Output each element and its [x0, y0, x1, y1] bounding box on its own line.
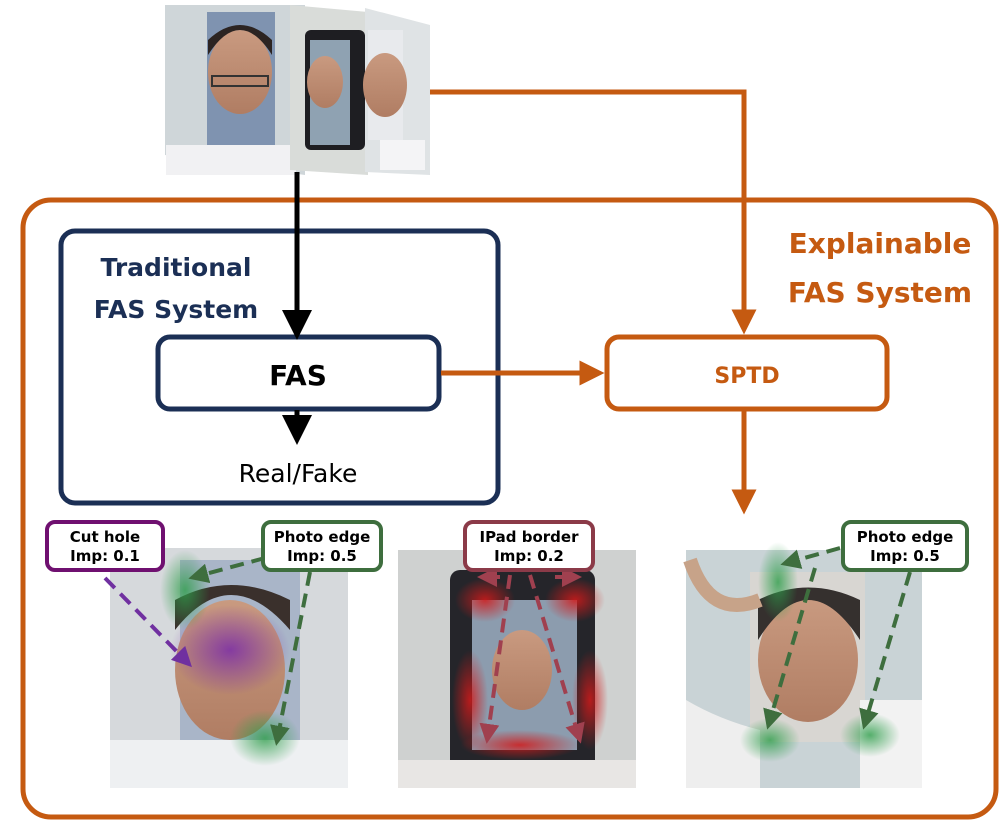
- callout-photo-edge-1: Photo edge Imp: 0.5: [261, 520, 383, 572]
- callout-text-line2: Imp: 0.1: [70, 547, 140, 565]
- callout-text-line1: Cut hole: [70, 528, 140, 546]
- input-image-cut: [363, 8, 430, 175]
- callout-text-line2: Imp: 0.5: [287, 547, 357, 565]
- input-image-ipad: [290, 5, 368, 175]
- traditional-fas-system-frame: [58, 228, 501, 506]
- sptd-box: [604, 334, 890, 412]
- callout-text-line1: Photo edge: [274, 528, 371, 546]
- input-to-sptd-arrow: [430, 89, 757, 335]
- real-fake-output: Real/Fake: [239, 459, 358, 488]
- callout-photo-edge-2: Photo edge Imp: 0.5: [841, 520, 969, 572]
- example-image-photo-edge: [683, 542, 922, 788]
- example-image-cut-hole: [103, 548, 348, 788]
- sptd-label: SPTD: [714, 364, 779, 389]
- traditional-title-line2: FAS System: [94, 295, 258, 324]
- callout-ipad-border: IPad border Imp: 0.2: [463, 520, 595, 572]
- callout-text-line2: Imp: 0.2: [494, 547, 564, 565]
- explainable-title-line1: Explainable: [789, 227, 972, 260]
- input-image-photo: [165, 5, 305, 175]
- explainable-fas-system-frame: [20, 197, 999, 820]
- callout-text-line2: Imp: 0.5: [870, 547, 940, 565]
- callout-text-line1: Photo edge: [857, 528, 954, 546]
- fas-label: FAS: [269, 359, 327, 392]
- input-image-stack: [165, 5, 430, 175]
- traditional-title-line1: Traditional: [101, 253, 252, 282]
- example-image-ipad-border: [398, 550, 636, 788]
- callout-text-line1: IPad border: [479, 528, 579, 546]
- callout-cut-hole: Cut hole Imp: 0.1: [45, 520, 165, 572]
- explainable-title-line2: FAS System: [788, 276, 972, 309]
